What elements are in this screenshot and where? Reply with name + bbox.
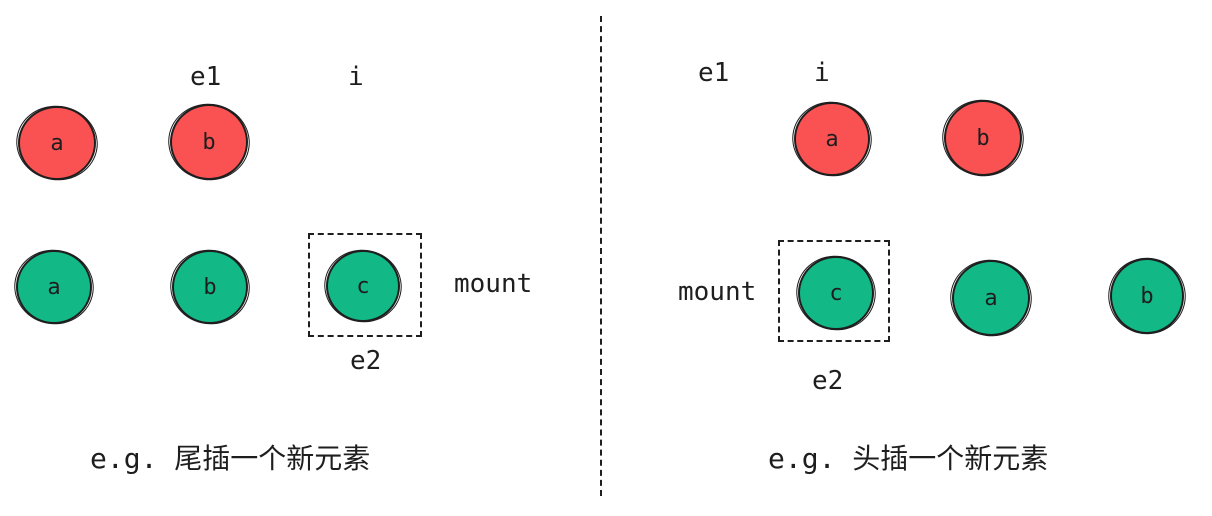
right-old-node-b: b (937, 94, 1029, 182)
left-e1-label: e1 (190, 62, 222, 92)
right-old-node-b-label: b (976, 125, 990, 151)
left-new-node-a-label: a (47, 274, 61, 300)
right-mount-label: mount (678, 277, 757, 307)
right-old-node-a-label: a (825, 126, 839, 152)
right-mount-box (778, 240, 890, 342)
right-new-node-b-label: b (1140, 283, 1154, 309)
right-e1-label: e1 (698, 58, 730, 88)
right-e2-label: e2 (812, 366, 844, 396)
left-i-label: i (348, 62, 364, 92)
left-mount-label: mount (454, 269, 533, 299)
right-new-node-c-label: c (829, 280, 843, 306)
left-e2-label: e2 (350, 346, 382, 376)
left-caption: e.g. 尾插一个新元素 (90, 442, 371, 475)
panel-divider (600, 16, 602, 496)
right-caption: e.g. 头插一个新元素 (768, 442, 1049, 475)
left-new-node-b-label: b (203, 274, 217, 300)
left-new-node-a: a (9, 244, 99, 330)
left-old-node-b-label: b (202, 129, 216, 155)
left-mount-box (308, 233, 422, 337)
right-new-node-a-label: a (984, 285, 998, 311)
left-new-node-c: c (319, 244, 407, 328)
right-new-node-a: a (945, 254, 1037, 342)
left-old-node-a-label: a (50, 130, 64, 156)
left-new-node-c-label: c (356, 273, 370, 299)
right-old-node-a: a (787, 96, 877, 182)
left-old-node-a: a (11, 100, 103, 186)
right-new-node-c: c (791, 250, 881, 336)
left-old-node-b: b (163, 98, 255, 186)
left-new-node-b: b (165, 244, 255, 330)
right-new-node-b: b (1103, 252, 1191, 340)
right-i-label: i (814, 58, 830, 88)
